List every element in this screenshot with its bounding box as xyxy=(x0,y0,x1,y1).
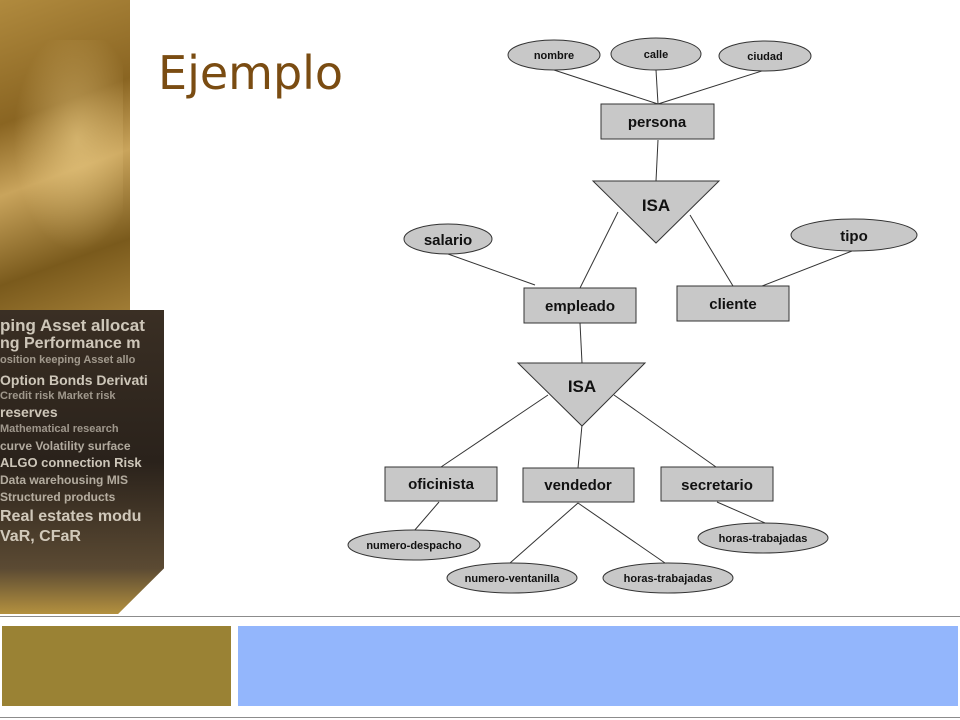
attribute-oval xyxy=(347,529,481,561)
connector-line xyxy=(447,253,536,286)
photo-text-line: VaR, CFaR xyxy=(0,528,81,545)
entity-boxes xyxy=(384,103,790,503)
attribute-ovals xyxy=(347,37,918,594)
attribute-label-nombre: nombre xyxy=(534,50,574,62)
photo-text-line: ping Asset allocat xyxy=(0,316,145,335)
attribute-oval xyxy=(790,218,918,252)
footer-divider-top xyxy=(0,616,960,617)
attribute-oval xyxy=(403,223,493,255)
isa-triangle xyxy=(591,180,721,244)
slide-title: Ejemplo xyxy=(158,46,344,100)
decorative-side-panel xyxy=(0,0,130,310)
attribute-label-salario: salario xyxy=(424,232,472,249)
photo-text-line: reserves xyxy=(0,404,58,420)
entity-box xyxy=(660,466,774,502)
photo-text-line: Real estates modu xyxy=(0,508,142,525)
connector-line xyxy=(657,69,766,105)
connector-line xyxy=(440,394,549,468)
attribute-label-tipo: tipo xyxy=(840,228,868,245)
entity-label-secretario: secretario xyxy=(681,477,753,494)
photo-text-line: Credit risk Market risk xyxy=(0,390,116,402)
isa-triangle xyxy=(516,362,647,427)
entity-labels: persona empleado cliente oficinista vend… xyxy=(408,114,757,494)
photo-text-line: ng Performance m xyxy=(0,335,141,352)
photo-text-line: Structured products xyxy=(0,490,116,504)
connector-line xyxy=(689,214,734,287)
entity-label-empleado: empleado xyxy=(545,298,615,315)
connector-line xyxy=(613,394,717,468)
attribute-label-numero-despacho: numero-despacho xyxy=(366,540,462,552)
photo-text-line: Data warehousing MIS xyxy=(0,473,129,487)
connector-line xyxy=(716,501,766,524)
connector-line xyxy=(579,211,619,289)
photo-text-line: curve Volatility surface xyxy=(0,439,131,453)
entity-box xyxy=(522,467,635,503)
isa-labels: ISA ISA xyxy=(568,196,670,396)
connector-line xyxy=(577,502,666,564)
connector-line xyxy=(761,250,853,287)
entity-label-cliente: cliente xyxy=(709,296,757,313)
entity-label-oficinista: oficinista xyxy=(408,476,475,493)
photo-text-line: Mathematical research xyxy=(0,423,119,435)
photo-text-line: Option Bonds Derivati xyxy=(0,372,148,388)
connector-line xyxy=(577,424,583,469)
attribute-oval xyxy=(718,40,812,72)
isa-triangles xyxy=(516,180,721,427)
footer-blue-block xyxy=(238,626,958,706)
attribute-label-calle: calle xyxy=(644,49,668,61)
footer-divider-bottom xyxy=(0,717,960,718)
photo-text-line: ALGO connection Risk xyxy=(0,455,142,470)
attribute-oval xyxy=(507,39,601,71)
entity-box xyxy=(523,287,637,324)
connector-line xyxy=(655,139,659,182)
entity-box xyxy=(384,466,498,502)
er-diagram: nombre calle ciudad salario tipo numero-… xyxy=(347,37,918,594)
connector-line xyxy=(413,501,440,532)
attribute-oval xyxy=(610,37,702,71)
connector-line xyxy=(655,69,659,105)
attribute-oval xyxy=(446,562,578,594)
connector-line xyxy=(509,502,579,564)
footer-gold-block xyxy=(2,626,231,706)
entity-box xyxy=(676,285,790,322)
connector-lines xyxy=(413,69,853,564)
entity-label-vendedor: vendedor xyxy=(544,477,612,494)
attribute-label-ciudad: ciudad xyxy=(747,51,782,63)
entity-box xyxy=(600,103,715,140)
isa-label-top: ISA xyxy=(642,196,670,215)
attribute-oval xyxy=(697,522,829,554)
attribute-label-numero-ventanilla: numero-ventanilla xyxy=(465,573,561,585)
decorative-glow xyxy=(8,40,123,260)
attribute-label-horas-trabajadas: horas-trabajadas xyxy=(624,573,713,585)
finance-words-photo: ping Asset allocat ng Performance m osit… xyxy=(0,310,164,614)
isa-label-bottom: ISA xyxy=(568,377,596,396)
connector-line xyxy=(579,322,583,364)
entity-label-persona: persona xyxy=(628,114,687,131)
attribute-labels: nombre calle ciudad salario tipo numero-… xyxy=(366,49,867,585)
attribute-oval xyxy=(602,562,734,594)
photo-text-line: osition keeping Asset allo xyxy=(0,354,136,366)
attribute-label-horas-trabajadas: horas-trabajadas xyxy=(719,533,808,545)
connector-line xyxy=(553,69,659,105)
